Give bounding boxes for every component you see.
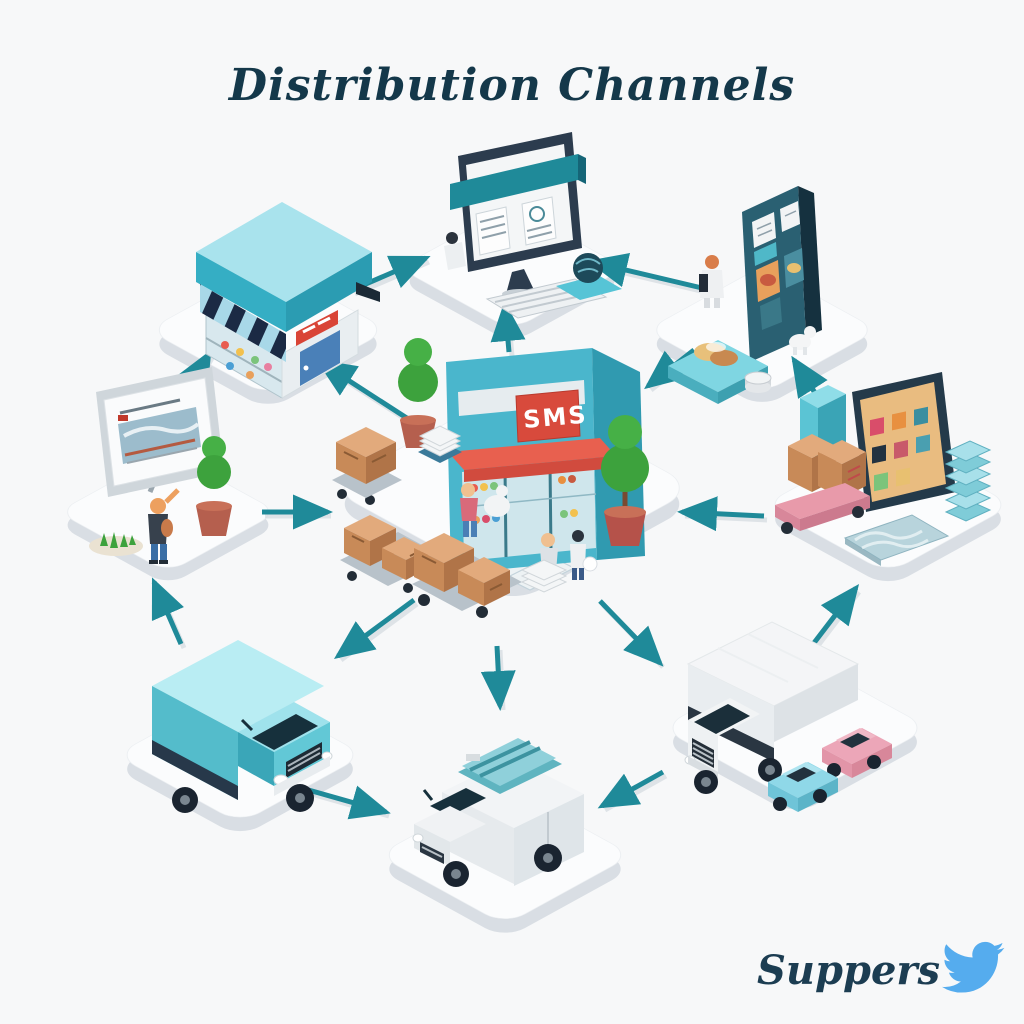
node-delivery-van <box>412 738 584 887</box>
cyan-book-stack <box>944 440 992 522</box>
page-title: Distribution Channels <box>227 60 795 111</box>
node-online-store <box>444 132 622 319</box>
marble-mat <box>843 514 950 566</box>
node-vending-kiosk <box>668 186 822 404</box>
node-advertising-sign <box>89 367 232 564</box>
twitter-bird-icon <box>942 941 1005 993</box>
dog-figure <box>789 326 816 355</box>
billboard-icon <box>96 367 224 497</box>
node-freight-truck <box>684 621 892 812</box>
arrow-flagship-to-kiosk <box>315 359 418 427</box>
watermark: Suppers <box>757 941 1005 994</box>
desktop-computer-icon <box>444 132 622 319</box>
arrow-flagship-to-truck <box>333 597 416 659</box>
arrow-flagship-to-online <box>490 301 526 353</box>
shopper-figure <box>699 255 724 308</box>
cyan-box-truck-icon <box>152 640 333 813</box>
storefront-with-boxes-icon: SMS <box>398 338 649 574</box>
arrow-truck-to-sign <box>151 577 185 645</box>
screen-product-grid <box>870 406 930 492</box>
product-display-kiosk-icon <box>668 186 822 404</box>
truck-with-cars-icon <box>684 621 892 812</box>
paper-stack <box>418 425 462 463</box>
store-sign: SMS <box>522 400 589 434</box>
arrow-display-to-vending <box>791 355 828 399</box>
cyan-car-icon <box>768 762 838 812</box>
arrow-flagship-to-freight <box>598 599 664 667</box>
folded-papers <box>520 559 568 593</box>
potted-plant-icon <box>196 436 232 536</box>
watermark-text: Suppers <box>757 947 940 994</box>
node-retail-kiosk <box>196 202 380 399</box>
arrow-freight-to-van <box>597 769 665 809</box>
arrows <box>151 253 860 820</box>
cardboard-boxes-cart-c <box>412 533 522 618</box>
storefront-awning-icon <box>196 202 380 399</box>
pink-cart-with-boxes <box>775 434 870 534</box>
arrow-truck-to-van <box>304 785 391 820</box>
arrow-flagship-to-van <box>480 645 516 711</box>
arrow-vending-to-online <box>587 253 703 291</box>
node-delivery-truck <box>152 640 333 813</box>
node-flagship-store: SMS <box>332 338 649 618</box>
cardboard-boxes-cart-a <box>332 427 402 505</box>
pink-car-icon <box>822 728 892 778</box>
pedestrian-figure <box>148 488 180 564</box>
arrow-display-to-flagship <box>677 496 765 532</box>
node-wholesale-display <box>775 372 992 566</box>
white-van-icon <box>412 738 584 887</box>
product-screen-cart-icon <box>775 372 992 566</box>
round-container <box>744 371 772 393</box>
grass-patch <box>89 532 143 556</box>
